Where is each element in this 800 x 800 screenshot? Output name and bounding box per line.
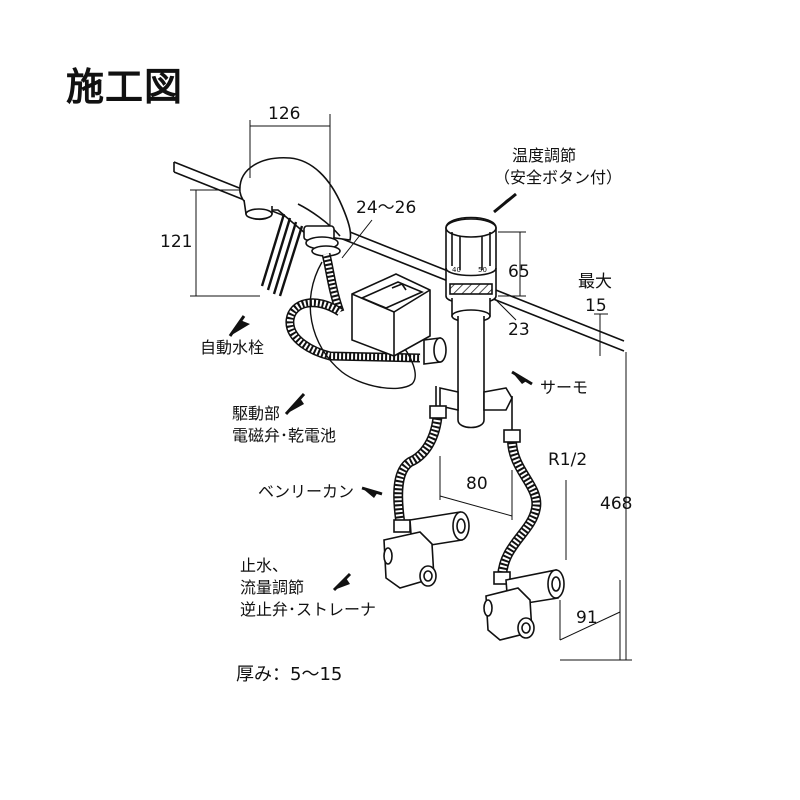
label-safety-button: （安全ボタン付） xyxy=(494,168,623,187)
dim-23: 23 xyxy=(508,320,530,340)
right-flex-hose xyxy=(493,429,542,585)
dim-15: 15 xyxy=(585,296,607,316)
faucet-hose xyxy=(285,252,421,390)
scale-mark-40: 40 xyxy=(452,266,461,274)
dim-121: 121 xyxy=(160,232,193,252)
left-stop-valve xyxy=(383,511,470,589)
drive-unit xyxy=(351,273,431,357)
scale-mark-50: 50 xyxy=(478,266,487,274)
drive-outlet xyxy=(423,337,447,365)
label-solenoid-battery: 電磁弁･乾電池 xyxy=(232,426,337,445)
sensor-beam xyxy=(260,213,304,297)
dim-r12: R1/2 xyxy=(548,450,588,470)
left-flex-hose xyxy=(393,405,447,533)
label-auto-faucet: 自動水栓 xyxy=(200,338,265,357)
label-flow-adjust: 流量調節 xyxy=(240,578,305,597)
dim-468: 468 xyxy=(600,494,633,514)
auto-faucet xyxy=(239,157,352,257)
thermo-valve xyxy=(435,216,513,432)
label-temp-control: 温度調節 xyxy=(512,146,577,165)
dim-126: 126 xyxy=(268,104,301,124)
dim-80: 80 xyxy=(466,474,488,494)
dim-max-label: 最大 xyxy=(578,272,612,292)
dim-91: 91 xyxy=(576,608,598,628)
dim-65: 65 xyxy=(508,262,530,282)
dimension-lines xyxy=(190,114,632,661)
leader-arrow-strokes xyxy=(228,192,533,592)
label-thermo: サーモ xyxy=(540,378,589,397)
label-stop: 止水、 xyxy=(240,556,289,575)
label-flex-hose: ベンリーカン xyxy=(258,482,355,501)
dim-24-26: 24～26 xyxy=(356,198,417,218)
right-stop-valve xyxy=(483,569,565,641)
label-thickness: 厚み：5～15 xyxy=(236,664,343,685)
label-drive: 駆動部 xyxy=(232,404,281,423)
label-check-strainer: 逆止弁･ストレーナ xyxy=(240,600,377,619)
page-title: 施工図 xyxy=(66,65,184,109)
